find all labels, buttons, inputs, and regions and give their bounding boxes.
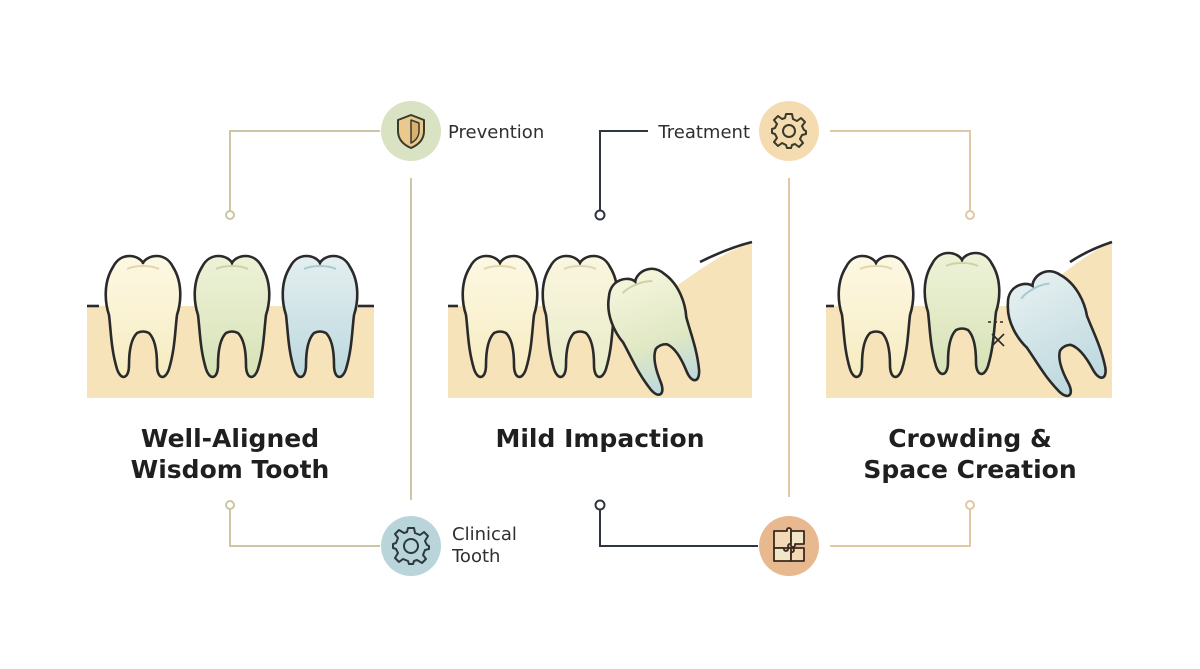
panel-well-aligned: Well-Aligned Wisdom Tooth	[87, 254, 374, 484]
clinical-label-line2: Tooth	[451, 546, 500, 567]
panel-title-line1: Mild Impaction	[495, 424, 704, 453]
connector-dot	[965, 210, 975, 220]
connector-puzzle-right	[830, 508, 971, 547]
tooth-2	[193, 254, 271, 379]
panel-title-line1: Crowding &	[888, 424, 1052, 453]
connector-lines	[225, 130, 975, 547]
panel-title-line2: Wisdom Tooth	[131, 455, 330, 484]
gear-icon	[771, 113, 807, 149]
tooth-1	[461, 254, 539, 379]
prevention-label: Prevention	[448, 122, 544, 143]
connector-treatment-left	[599, 130, 648, 212]
connector-treatment-right	[830, 130, 971, 212]
tooth-2	[541, 254, 619, 379]
connector-clinical-left	[229, 507, 380, 547]
connector-puzzle-left	[599, 508, 758, 547]
node-treatment: Treatment	[657, 101, 819, 161]
gear-icon	[392, 527, 430, 565]
clinical-label-line1: Clinical	[452, 524, 517, 545]
tooth-3	[281, 254, 359, 379]
node-clinical: Clinical Tooth	[381, 516, 517, 576]
shield-icon	[397, 114, 425, 149]
tooth-2	[923, 251, 1001, 376]
clinical-badge	[381, 516, 441, 576]
connector-prevention-left	[229, 130, 380, 214]
tooth-1	[837, 254, 915, 379]
tooth-1	[104, 254, 182, 379]
puzzle-badge	[759, 516, 819, 576]
connector-dot	[594, 209, 606, 221]
panel-mild-impaction: Mild Impaction	[448, 240, 753, 453]
panel-title-line1: Well-Aligned	[141, 424, 319, 453]
node-puzzle	[759, 516, 819, 576]
puzzle-icon	[773, 527, 805, 562]
panel-crowding: Crowding & Space Creation	[826, 240, 1121, 484]
tooth-impacted	[596, 259, 714, 403]
space-marker-icon	[988, 321, 1006, 347]
treatment-badge	[759, 101, 819, 161]
connector-dot	[225, 210, 235, 220]
connector-dot	[965, 500, 975, 510]
tooth-tilted	[995, 260, 1121, 406]
connector-dot	[225, 500, 235, 510]
panel-title-line2: Space Creation	[863, 455, 1076, 484]
treatment-label: Treatment	[657, 122, 750, 143]
connector-dot	[594, 499, 606, 511]
node-prevention: Prevention	[381, 101, 544, 161]
